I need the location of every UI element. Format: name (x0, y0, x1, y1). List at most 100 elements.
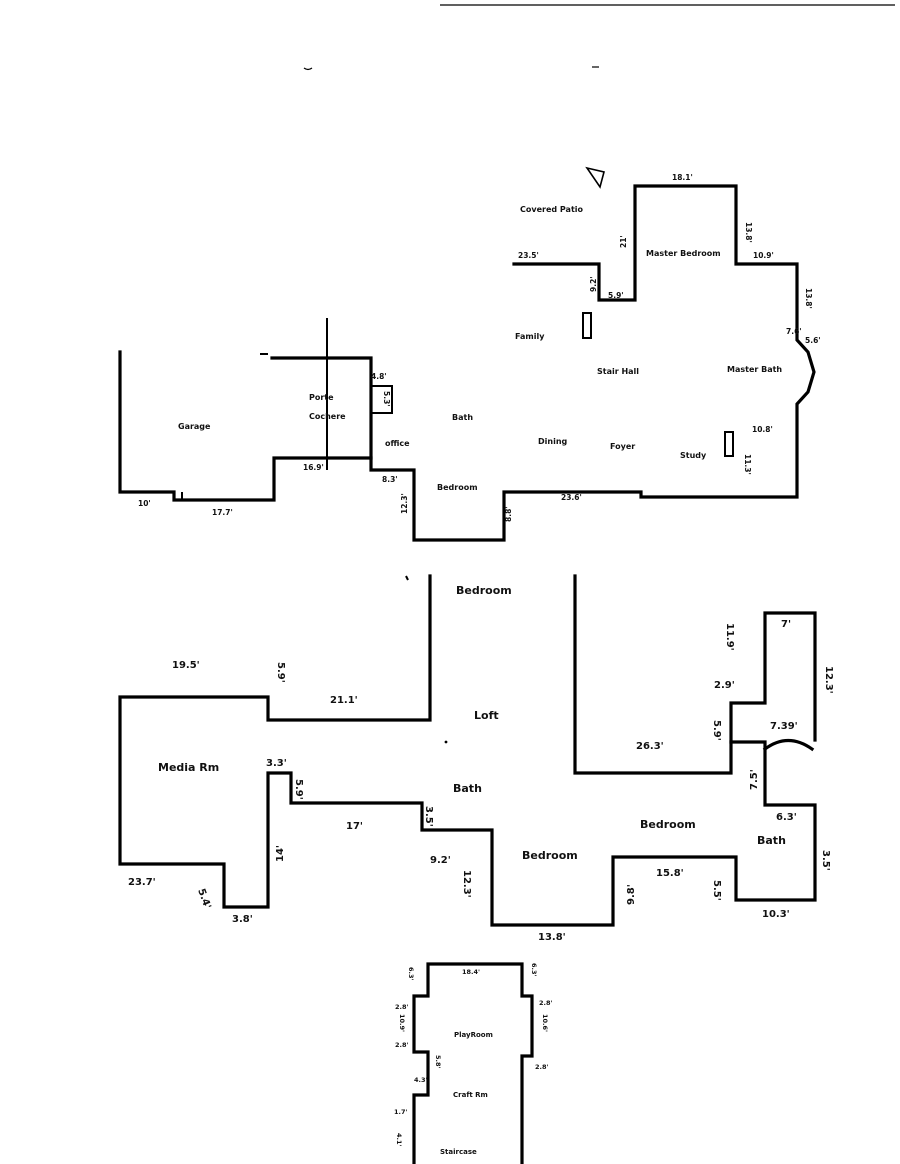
dim-label: 2.8' (539, 999, 553, 1007)
lower-floor-left-wall (118, 574, 817, 927)
room-label-bedroom-top: Bedroom (456, 584, 512, 597)
tick-mark (405, 575, 409, 581)
room-label-playroom: PlayRoom (454, 1031, 493, 1039)
dim-label: 2.8' (395, 1041, 409, 1049)
room-label-staircase: Staircase (440, 1148, 477, 1156)
room-label-bath-right: Bath (757, 834, 786, 847)
dim-label: 2.8' (535, 1063, 549, 1071)
main-floor-plan: Covered Patio Master Bedroom Family Stai… (118, 166, 821, 542)
dim-label: 13.8' (804, 288, 813, 309)
room-label-craft-rm: Craft Rm (453, 1091, 488, 1099)
dim-label: 7.6' (786, 327, 802, 336)
dim-label: 9.2' (430, 855, 451, 866)
dim-label: 8.8' (504, 506, 513, 522)
dim-label: 6.3' (776, 812, 797, 823)
dim-label: 23.5' (518, 251, 539, 260)
dim-label: 13.8' (744, 222, 753, 243)
room-label-master-bath: Master Bath (727, 365, 782, 374)
room-label-bedroom-right: Bedroom (640, 818, 696, 831)
dim-label: 14' (275, 845, 286, 862)
dim-label: 4.8' (371, 372, 387, 381)
room-label-bath: Bath (452, 413, 473, 422)
dim-label: 5.8' (434, 1055, 442, 1069)
dim-label: 7' (781, 619, 791, 630)
closet-box (370, 385, 393, 414)
dim-label: 21' (619, 235, 628, 248)
dim-label: 3.5' (820, 850, 831, 871)
lower-floor-corridor-wall (573, 574, 733, 775)
dim-label: 26.3' (636, 741, 664, 752)
room-label-bedroom: Bedroom (437, 483, 478, 492)
dim-label: 4.3' (414, 1076, 428, 1084)
fireplace-icon (582, 312, 592, 339)
room-label-bedroom-mid: Bedroom (522, 849, 578, 862)
dim-label: 5.9' (275, 662, 286, 683)
porte-cochere-wall (270, 356, 373, 460)
dim-label: 3.5' (423, 806, 434, 827)
dim-label: 10.9' (398, 1014, 406, 1032)
dim-label: 10' (138, 499, 151, 508)
room-label-media-rm: Media Rm (158, 761, 219, 774)
room-label-cochere: Cochere (309, 412, 346, 421)
dim-label: 19.5' (172, 660, 200, 671)
dim-label: 5.4' (195, 887, 212, 910)
dim-label: 10.8' (752, 425, 773, 434)
dim-label: 10.3' (762, 909, 790, 920)
dim-label: 13.8' (538, 932, 566, 943)
room-label-study: Study (680, 451, 707, 460)
dim-label: 4.1' (395, 1133, 403, 1147)
scan-mark (303, 67, 313, 71)
room-label-covered-patio: Covered Patio (520, 205, 584, 214)
dim-label: 11.3' (743, 454, 752, 475)
dim-label: 6.3' (530, 963, 538, 977)
dim-label: 2.9' (714, 680, 735, 691)
dim-label: 21.1' (330, 695, 358, 706)
scan-speck (444, 740, 448, 744)
room-label-garage: Garage (178, 422, 211, 431)
room-label-dining: Dining (538, 437, 568, 446)
dim-label: 12.3' (823, 666, 834, 694)
dim-label: 7.5' (749, 769, 760, 790)
bath-arc-wall (762, 738, 815, 752)
dim-label: 17' (346, 821, 363, 832)
dim-label: 18.1' (672, 173, 693, 182)
lower-floor-plan: Bedroom Loft Media Rm Bath Bedroom Bedro… (118, 574, 834, 943)
room-label-loft: Loft (474, 709, 499, 722)
room-label-master-bedroom: Master Bedroom (646, 249, 721, 258)
upper-floor-plan: PlayRoom Craft Rm Staircase 18.4' 6.3' 6… (394, 962, 553, 1164)
dim-label: 17.7' (212, 508, 233, 517)
main-floor-outer-wall (118, 184, 816, 542)
dim-label: 12.3' (461, 870, 472, 898)
dim-label: 8.3' (382, 475, 398, 484)
room-label-foyer: Foyer (610, 442, 635, 451)
dim-label: 6.3' (407, 967, 415, 981)
room-label-family: Family (515, 332, 545, 341)
dim-label: 2.8' (395, 1003, 409, 1011)
dim-label: 3.8' (232, 914, 253, 925)
dim-label: 16.9' (303, 463, 324, 472)
dim-label: 5.9' (293, 779, 304, 800)
dim-label: 7.39' (770, 721, 798, 732)
room-label-stair-hall: Stair Hall (597, 367, 639, 376)
dim-label: 15.8' (656, 868, 684, 879)
dim-label: 23.7' (128, 877, 156, 888)
room-label-porte: Porte (309, 393, 334, 402)
room-label-office: office (385, 439, 410, 448)
dim-label: 11.9' (724, 623, 735, 651)
dim-label: 5.6' (805, 336, 821, 345)
north-arrow-icon (585, 166, 605, 189)
dim-label: 18.4' (462, 968, 480, 976)
dim-label: 10.6' (541, 1014, 549, 1032)
room-label-bath-mid: Bath (453, 782, 482, 795)
dim-label: 10.9' (753, 251, 774, 260)
study-fixture-icon (724, 431, 734, 457)
dim-label: 9.8' (626, 884, 637, 905)
dim-label: 5.3' (382, 391, 391, 407)
dim-label: 12.3' (400, 493, 409, 514)
dim-label: 5.5' (711, 880, 722, 901)
dim-label: 3.3' (266, 758, 287, 769)
dim-label: 23.6' (561, 493, 582, 502)
dim-label: 5.9' (608, 291, 624, 300)
dim-label: 9.2' (589, 276, 598, 292)
